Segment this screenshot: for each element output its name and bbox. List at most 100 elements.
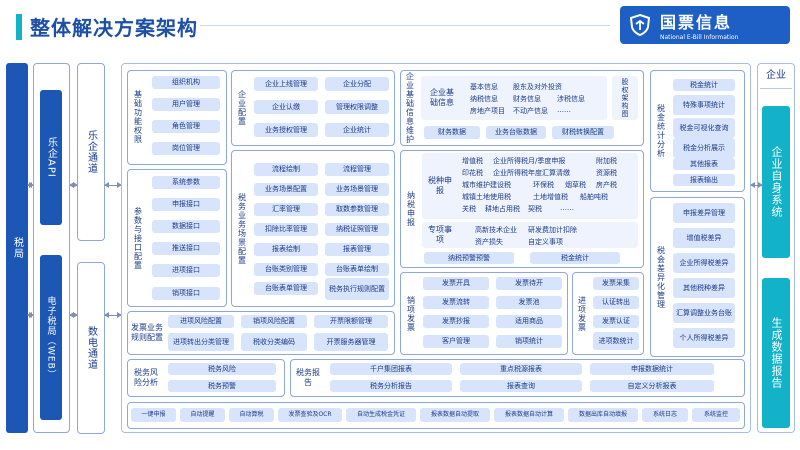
auto-extract-button[interactable]: 报表数据自动提取: [420, 408, 490, 422]
user-mgmt-button[interactable]: 用户管理: [152, 98, 220, 111]
base-info-basic: 基本信息: [470, 83, 498, 91]
tax-analysis-report-button[interactable]: 税务分析报告: [330, 380, 452, 392]
ledger-data-button[interactable]: 业务台账数据: [486, 126, 546, 139]
invoice-pending-button[interactable]: 发票待开: [496, 277, 562, 290]
input-api-button[interactable]: 进项接口: [152, 264, 220, 277]
tax-warning-button[interactable]: 纳税预警预警: [424, 252, 514, 264]
report-mgmt-button[interactable]: 报表管理: [325, 243, 389, 256]
ent-online-button[interactable]: 企业上线管理: [254, 77, 318, 91]
ledger-form-mgmt-button[interactable]: 台账表单管理: [254, 282, 318, 295]
ent-stats-button[interactable]: 企业统计: [325, 123, 389, 137]
auto-remind-button[interactable]: 自动提醒: [180, 408, 225, 422]
flow-draw-button[interactable]: 流程绘制: [254, 163, 318, 176]
push-api-button[interactable]: 推送接口: [152, 242, 220, 255]
report-query-button[interactable]: 报表查询: [460, 380, 582, 392]
base-info-realestate: 房地产项目: [470, 107, 505, 115]
scene-mgmt-button[interactable]: 业务场景管理: [325, 183, 389, 196]
surtax-item: 附加税: [596, 157, 617, 165]
invoice-issue-button[interactable]: 发票开具: [423, 277, 489, 290]
flow-mgmt-button[interactable]: 流程管理: [325, 163, 389, 176]
ledger-category-button[interactable]: 台账类别管理: [254, 263, 318, 276]
auto-compute-button[interactable]: 报表数据自动计算: [494, 408, 564, 422]
group-report-button[interactable]: 千户集团报表: [330, 363, 452, 375]
scene-config-button[interactable]: 业务场景配置: [254, 183, 318, 196]
property-tax-item: 房产税: [596, 181, 617, 189]
ledger-form-draw-button[interactable]: 台账表单绘制: [325, 263, 389, 276]
params-label: 参数与接口配置: [133, 206, 143, 270]
declare-api-button[interactable]: 申报接口: [152, 198, 220, 211]
resource-tax-item: 资源税: [596, 169, 617, 177]
exchange-rate-button[interactable]: 汇率管理: [254, 203, 318, 216]
tax-scene-label: 税务业务场景配置: [237, 192, 247, 265]
tax-rule-config-button[interactable]: 税务执行规则配置: [325, 278, 389, 300]
other-tax-diff-button[interactable]: 其他税种差异: [673, 278, 735, 298]
report-draw-button[interactable]: 报表绘制: [254, 243, 318, 256]
org-button[interactable]: 组织机构: [152, 76, 220, 89]
tax-risk-button[interactable]: 税务风险: [168, 363, 276, 375]
input-stats-button[interactable]: 进项数统计: [593, 332, 639, 350]
tax-alert-button[interactable]: 税务预警: [168, 380, 276, 392]
custom-report-button[interactable]: 自定义分析报表: [590, 380, 714, 392]
pit-diff-button[interactable]: 个人所得税差异: [673, 328, 735, 348]
ent-subscribe-button[interactable]: 企业认缴: [254, 100, 318, 114]
invoice-cert-button[interactable]: 发票认证: [593, 315, 639, 328]
output-risk-button[interactable]: 销项风险配置: [241, 315, 307, 328]
vat-diff-button[interactable]: 增值税差异: [673, 228, 735, 248]
report-output-button[interactable]: 报表输出: [673, 174, 735, 186]
title-accent-bar: [16, 14, 22, 40]
finance-data-button[interactable]: 财务数据: [424, 126, 480, 139]
sys-params-button[interactable]: 系统参数: [152, 176, 220, 189]
fetch-params-button[interactable]: 取数参数管理: [325, 203, 389, 216]
leqi-channel-label: 乐企通道: [85, 130, 97, 174]
asset-loss-item: 资产损失: [475, 238, 503, 246]
output-invoice-label: 销项发票: [406, 295, 416, 332]
auto-voucher-button[interactable]: 自动生成税金凭证: [346, 408, 416, 422]
ent-assign-button[interactable]: 企业分配: [325, 77, 389, 91]
key-source-report-button[interactable]: 重点税源报表: [460, 363, 582, 375]
finance-convert-button[interactable]: 财税转换配置: [552, 126, 614, 139]
declare-stats-button[interactable]: 申报数据统计: [590, 363, 714, 375]
auto-fill-button[interactable]: 数据出库自动填报: [568, 408, 638, 422]
base-info-inner-label: 企业基础信息: [430, 88, 454, 107]
basic-permission-label: 基础功能权限: [133, 90, 143, 144]
cit-diff-button[interactable]: 企业所得税差异: [673, 253, 735, 273]
deduct-ratio-button[interactable]: 扣除比率管理: [254, 223, 318, 236]
declare-diff-button[interactable]: 申报差异管理: [673, 203, 735, 223]
invoice-pool-button[interactable]: 发票池: [496, 296, 562, 309]
auto-calc-tax-button[interactable]: 自动算税: [229, 408, 274, 422]
customer-mgmt-button[interactable]: 客户管理: [423, 335, 489, 348]
equity-structure-button[interactable]: 股权架构图: [612, 76, 638, 120]
cert-transfer-button[interactable]: 认证转出: [593, 296, 639, 309]
invoice-limit-button[interactable]: 开票限额管理: [314, 315, 388, 328]
settlement-ledger-button[interactable]: 汇算调整业务台账: [673, 303, 735, 323]
post-mgmt-button[interactable]: 岗位管理: [152, 142, 220, 155]
invoice-collect-button[interactable]: 发票采集: [593, 277, 639, 290]
farmland-tax-item: 耕地占用税: [485, 205, 520, 213]
input-transfer-button[interactable]: 进项转出分类管理: [168, 333, 234, 351]
data-api-button[interactable]: 数据接口: [152, 220, 220, 233]
tax-amount-stats-button[interactable]: 税金统计: [530, 252, 620, 264]
invoice-ocr-button[interactable]: 发票查验及OCR: [278, 408, 342, 422]
biz-auth-button[interactable]: 业务授权管理: [254, 123, 318, 137]
system-log-button[interactable]: 系统日志: [642, 408, 688, 422]
invoice-flow-button[interactable]: 发票流转: [423, 296, 489, 309]
applicable-goods-button[interactable]: 适用商品: [496, 315, 562, 328]
other-report-button[interactable]: 其他报表: [673, 158, 735, 170]
tax-analysis-button[interactable]: 税金分析展示: [673, 138, 735, 158]
invoice-report-button[interactable]: 发票抄报: [423, 315, 489, 328]
one-click-declare-button[interactable]: 一键申报: [131, 408, 176, 422]
tax-diff-label: 税会差异化管理: [656, 245, 666, 309]
tax-code-button[interactable]: 税收分类编码: [241, 333, 307, 351]
perm-adjust-button[interactable]: 管理权限调整: [325, 100, 389, 114]
tax-license-button[interactable]: 纳税证照管理: [325, 223, 389, 236]
input-risk-button[interactable]: 进项风险配置: [168, 315, 234, 328]
tax-stats-button[interactable]: 税金统计: [673, 79, 735, 91]
params-panel: [127, 169, 227, 307]
invoice-server-button[interactable]: 开票服务器管理: [314, 333, 388, 351]
output-stats-button[interactable]: 销项统计: [496, 335, 562, 348]
tax-visual-query-button[interactable]: 税金可视化查询: [673, 118, 735, 138]
system-monitor-button[interactable]: 系统监控: [692, 408, 740, 422]
output-api-button[interactable]: 销项接口: [152, 287, 220, 300]
special-stats-button[interactable]: 特殊事项统计: [673, 95, 735, 115]
role-mgmt-button[interactable]: 角色管理: [152, 120, 220, 133]
